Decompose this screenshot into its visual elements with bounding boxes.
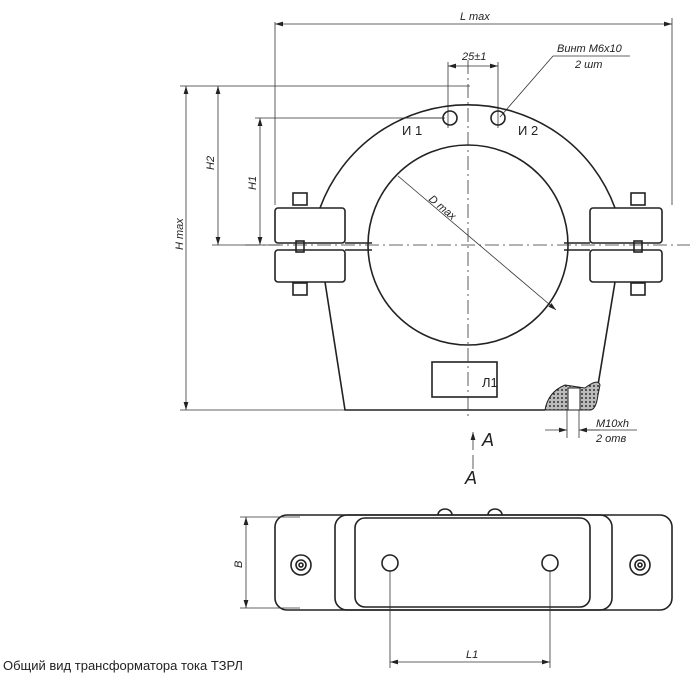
screw-note: Винт М6х10 [557,43,623,55]
spacing-dimension: 25±1 [447,51,499,128]
section-arrow-label: A [481,430,494,450]
terminal-i1-label: И 1 [402,123,422,138]
figure-caption: Общий вид трансформатора тока ТЗРЛ [3,658,243,673]
screw-callout: Винт М6х10 2 шт [499,43,630,118]
terminal-i2-label: И 2 [518,123,538,138]
h-max-label: H max [174,218,186,250]
height-dimensions: H max H2 H1 [174,85,470,411]
h2-label: H2 [205,156,217,170]
section-arrow: A A [464,430,494,488]
transformer-body-front: D max И 1 И 2 Л1 M10xh 2 отв [274,104,663,445]
b-label: B [233,561,245,568]
l1-label: L1 [466,649,478,661]
screw-qty: 2 шт [574,59,602,71]
terminal-screw-1 [442,110,458,126]
thread-label: M10xh [596,418,629,430]
terminal-l1-label: Л1 [482,375,498,390]
transformer-body-view-a: B L1 [233,508,673,668]
terminal-screw-2 [490,110,506,126]
view-label: A [464,468,477,488]
d-max-label: D max [426,193,458,223]
spacing-label: 25±1 [461,51,486,63]
thread-qty-label: 2 отв [595,433,626,445]
l-max-dimension: L max [274,11,673,205]
l-max-label: L max [460,11,490,23]
h1-label: H1 [247,176,259,190]
